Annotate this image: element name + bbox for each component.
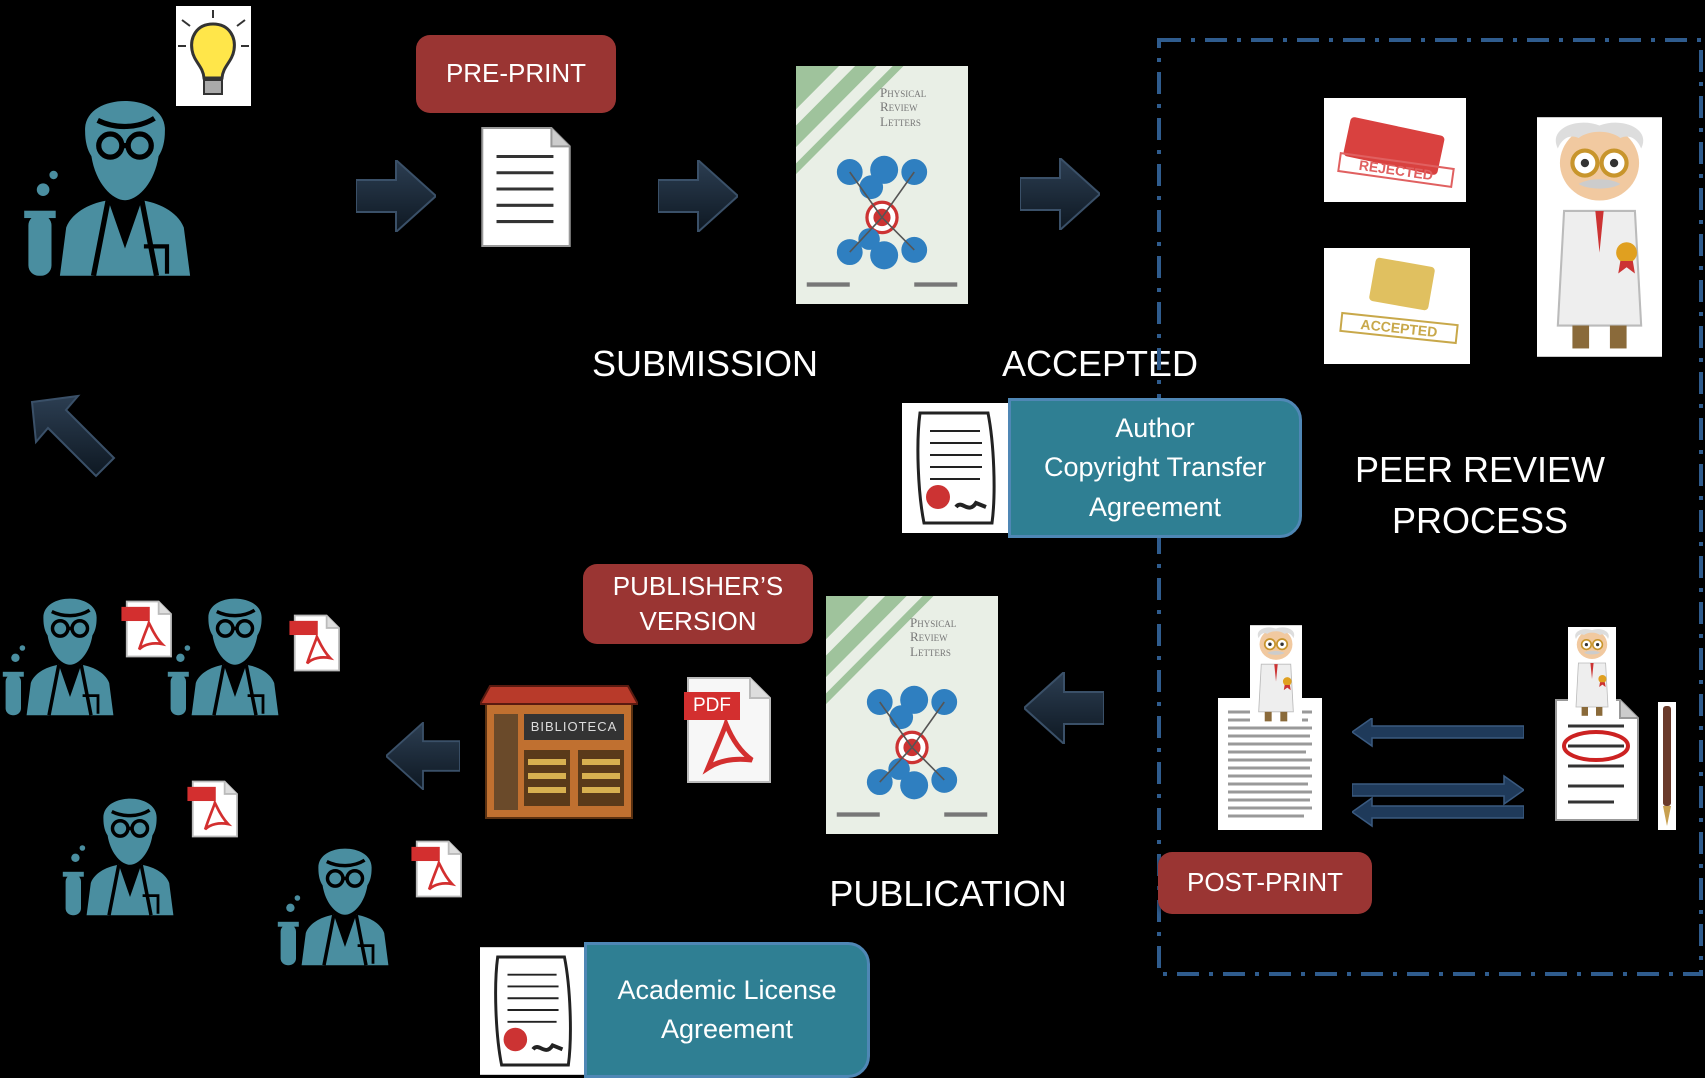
rejected-stamp: REJECTED	[1324, 98, 1466, 202]
reader-scientist-icon	[165, 578, 305, 718]
submission-label: SUBMISSION	[591, 343, 819, 384]
publication-label: PUBLICATION	[829, 873, 1067, 914]
arrow-right-icon	[356, 160, 436, 232]
academic-license-line: Agreement	[660, 1014, 794, 1044]
academic-license-badge: Academic License Agreement	[584, 942, 870, 1078]
journal-title-line: Physical	[910, 615, 957, 630]
reviewer-professor-icon	[1537, 112, 1662, 362]
accepted-label: ACCEPTED	[1001, 343, 1199, 384]
publishers-version-badge: PUBLISHER’S VERSION	[583, 564, 813, 644]
reader-scientist-icon	[275, 828, 415, 968]
pre-print-badge: PRE-PRINT	[416, 35, 616, 113]
reviewer-small-icon	[1250, 625, 1302, 725]
academic-license-line: Academic License	[617, 974, 837, 1005]
pen-icon	[1658, 702, 1676, 830]
license-contract-icon	[480, 944, 588, 1078]
reviewer-small-icon	[1568, 625, 1616, 721]
journal-title-line: Letters	[880, 113, 921, 129]
arrow-right-icon	[658, 160, 738, 232]
accepted-stamp: ACCEPTED	[1324, 248, 1470, 364]
peer-review-label: PEER REVIEW PROCESS	[1340, 444, 1620, 546]
pdf-tag: PDF	[693, 695, 731, 716]
arrow-left-icon	[1024, 672, 1104, 744]
revision-exchange-arrows	[1352, 718, 1524, 828]
journal-title-line: Physical	[880, 85, 927, 100]
reader-scientist-icon	[0, 578, 140, 718]
pdf-icon	[186, 778, 242, 840]
peer-review-label-line: PROCESS	[1391, 500, 1569, 542]
publisher-pdf-icon: PDF	[684, 674, 774, 786]
journal-title-line: Letters	[910, 643, 951, 659]
publishers-version-line: PUBLISHER’S	[612, 570, 784, 601]
pdf-icon	[120, 598, 176, 660]
lightbulb-icon	[176, 6, 251, 106]
copyright-agreement-line: Agreement	[1088, 491, 1222, 522]
journal-title-line: Review	[910, 629, 948, 645]
published-journal-cover: Physical Review Letters	[826, 596, 998, 834]
library-building-icon: BIBLIOTECA	[480, 684, 638, 820]
arrow-right-icon	[1020, 158, 1100, 230]
copyright-agreement-badge: Author Copyright Transfer Agreement	[1008, 398, 1302, 538]
publishers-version-line: VERSION	[639, 606, 757, 636]
copyright-contract-icon	[902, 400, 1012, 536]
journal-cover: Physical Review Letters	[796, 66, 968, 304]
peer-review-label-line: PEER REVIEW	[1354, 449, 1606, 490]
journal-title-line: Review	[880, 99, 918, 115]
post-print-badge: POST-PRINT	[1158, 852, 1372, 914]
library-sign: BIBLIOTECA	[530, 719, 618, 734]
pre-print-label: PRE-PRINT	[445, 58, 587, 89]
pdf-icon	[410, 838, 466, 900]
accepted-stamp-text: ACCEPTED	[1339, 311, 1459, 345]
copyright-agreement-line: Author	[1115, 413, 1195, 444]
post-print-manuscript	[1218, 698, 1322, 830]
reader-scientist-icon	[60, 778, 200, 918]
pdf-icon	[288, 612, 344, 674]
arrow-up-left-icon	[30, 394, 116, 478]
post-print-label: POST-PRINT	[1186, 867, 1343, 898]
copyright-agreement-line: Copyright Transfer	[1043, 452, 1267, 483]
arrow-left-icon	[386, 722, 460, 790]
pre-print-document-icon	[480, 126, 572, 248]
